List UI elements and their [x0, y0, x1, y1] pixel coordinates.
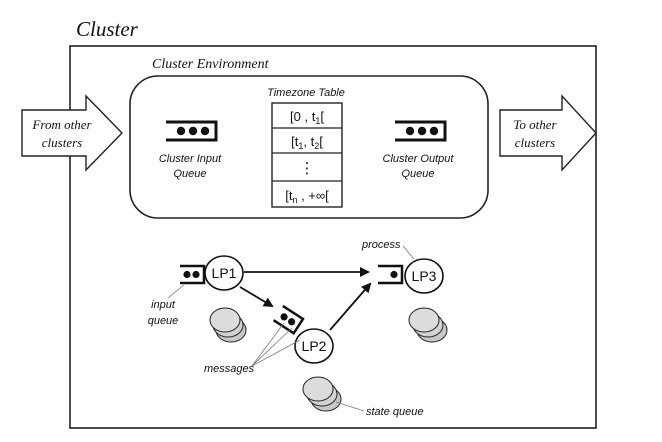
lp1-label: LP1 [212, 265, 237, 281]
lp1-input-queue-icon [180, 264, 206, 285]
lp1-node [204, 255, 244, 291]
cluster-input-queue-icon [166, 120, 218, 142]
lp1-state-queue-icon [209, 307, 247, 343]
timezone-row-ellipsis: ⋮ [300, 160, 315, 177]
cluster-title: Cluster [76, 17, 139, 41]
annotation-process: process [361, 239, 401, 251]
annotation-state-queue-leader [335, 401, 365, 412]
annotation-state-queue: state queue [366, 406, 424, 418]
outgoing-arrow-label-2: clusters [515, 135, 555, 150]
annotation-input-queue-1: input [151, 299, 176, 311]
cluster-output-queue-icon [395, 120, 447, 142]
annotation-process-leader [402, 245, 415, 260]
lp3-state-queue-icon [408, 307, 448, 343]
lp2-label: LP2 [302, 338, 327, 354]
cluster-box [69, 45, 597, 429]
annotation-input-queue-leader [167, 284, 185, 299]
outgoing-arrow-label-1: To other [513, 117, 557, 132]
lp3-input-queue-icon [378, 264, 404, 285]
cluster-environment-title: Cluster Environment [152, 57, 270, 72]
annotation-messages-leader-2 [251, 327, 293, 367]
outgoing-arrow-icon [499, 94, 597, 172]
edge-lp1-lp2 [239, 286, 274, 308]
annotation-messages: messages [204, 363, 255, 375]
incoming-arrow-label-2: clusters [42, 135, 82, 150]
annotation-messages-leader-3 [251, 339, 301, 367]
timezone-row-n: [tn , +∞[ [285, 188, 329, 205]
messages-queue-icon [272, 304, 305, 335]
cluster-environment-box [129, 75, 489, 219]
lp3-node [404, 258, 444, 294]
timezone-table-title: Timezone Table [267, 87, 345, 99]
cluster-output-queue-label-2: Queue [401, 168, 434, 180]
annotation-input-queue-2: queue [148, 315, 179, 327]
timezone-row-1: [0 , t1[ [290, 109, 324, 126]
edge-lp2-lp3 [329, 282, 372, 331]
timezone-row-2: [t1, t2[ [291, 134, 323, 151]
timezone-table [271, 102, 343, 208]
lp2-node [294, 328, 334, 364]
cluster-input-queue-label-2: Queue [173, 168, 206, 180]
cluster-input-queue-label-1: Cluster Input [159, 153, 222, 165]
cluster-output-queue-label-1: Cluster Output [383, 153, 455, 165]
annotation-messages-leader-1 [251, 322, 285, 367]
incoming-arrow-label-1: From other [31, 117, 92, 132]
lp2-state-queue-icon [302, 376, 342, 412]
lp3-label: LP3 [412, 268, 437, 284]
incoming-arrow-icon [21, 94, 123, 172]
